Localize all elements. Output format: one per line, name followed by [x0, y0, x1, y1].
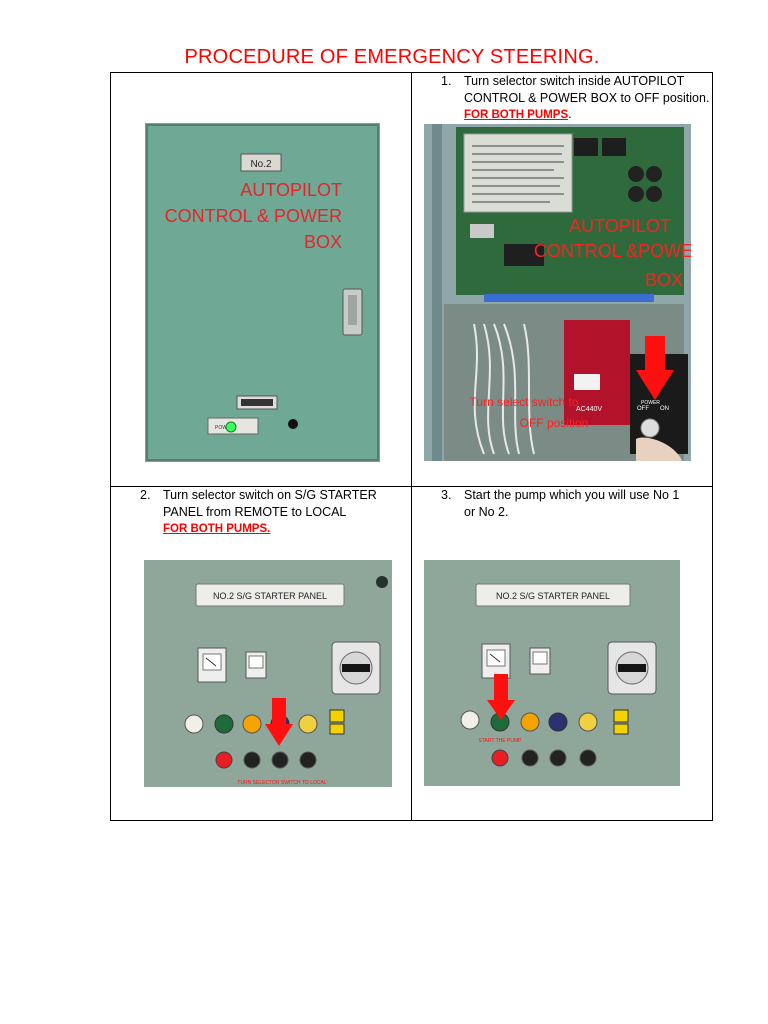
panel-nameplate: NO.2 S/G STARTER PANEL — [496, 591, 610, 601]
power-lamp-icon — [225, 421, 237, 433]
switch-caption-line: Turn select switch to — [470, 395, 579, 409]
switch-caption-line: OFF position — [520, 416, 589, 430]
box-plate-label: No.2 — [250, 159, 272, 170]
box-label-line: CONTROL & POWER — [165, 206, 342, 226]
red-arrow-icon — [272, 698, 286, 726]
step-text-line: Turn selector switch inside AUTOPILOT — [464, 74, 685, 88]
photo-caption: TURN SELECTOR SWITCH TO LOCAL — [237, 780, 326, 786]
step-number: 2. — [140, 488, 151, 502]
power-label: POWER — [215, 425, 234, 431]
table-divider-vertical — [411, 72, 412, 821]
mode-switch-icon — [342, 664, 370, 672]
box-label-line: BOX — [304, 232, 342, 252]
starter-panel-photo-step2: NO.2 S/G STARTER PANEL TURN SELECTOR SWI… — [144, 560, 392, 787]
red-arrow-icon — [494, 674, 508, 702]
open-box-label-line: AUTOPILOT — [569, 216, 671, 236]
table-border-right — [712, 72, 713, 821]
step-text-line: Turn selector switch on S/G STARTER — [163, 488, 377, 502]
step-note: FOR BOTH PUMPS — [464, 109, 569, 121]
step-number: 3. — [441, 488, 452, 502]
step-text-line: Start the pump which you will use No 1 — [464, 488, 680, 502]
photo-caption: START THE PUMP — [479, 738, 523, 744]
procedure-table — [110, 72, 713, 821]
step-text-line: PANEL from REMOTE to LOCAL — [163, 504, 347, 519]
box-label-line: AUTOPILOT — [240, 180, 342, 200]
step-text-line: CONTROL & POWER BOX to OFF position. — [464, 90, 710, 105]
step-text-line: or No 2. — [464, 504, 509, 519]
autopilot-box-photo: No.2 AUTOPILOT CONTROL & POWER BOX POWER — [145, 123, 380, 462]
open-box-label-line: CONTROL &POWER — [534, 241, 691, 261]
autopilot-box-open-photo: AC440V OFF ON POWER AUTOPILOT CONTROL &P… — [424, 124, 691, 461]
mode-switch-icon — [618, 664, 646, 672]
step-number: 1. — [441, 74, 452, 88]
panel-nameplate: NO.2 S/G STARTER PANEL — [213, 591, 327, 601]
table-border-bottom — [110, 820, 713, 821]
page-title: PROCEDURE OF EMERGENCY STEERING. — [184, 46, 600, 68]
table-border-top — [110, 72, 713, 73]
starter-panel-photo-step3: NO.2 S/G STARTER PANEL START THE PUMP — [424, 560, 680, 786]
switch-off-label: OFF — [637, 406, 649, 412]
step-note: FOR BOTH PUMPS. — [163, 523, 271, 535]
step-note-suffix: . — [568, 107, 572, 121]
switch-power-label: POWER — [641, 400, 660, 406]
selector-switch-icon — [640, 418, 660, 438]
voltage-label: AC440V — [576, 406, 602, 413]
switch-on-label: ON — [660, 406, 669, 412]
red-arrow-icon — [645, 336, 665, 372]
screw-hole-icon — [288, 419, 298, 429]
table-divider-horizontal — [110, 486, 713, 487]
open-box-label-line: BOX — [645, 270, 683, 290]
local-selector-icon — [271, 751, 289, 769]
table-border-left — [110, 72, 111, 821]
